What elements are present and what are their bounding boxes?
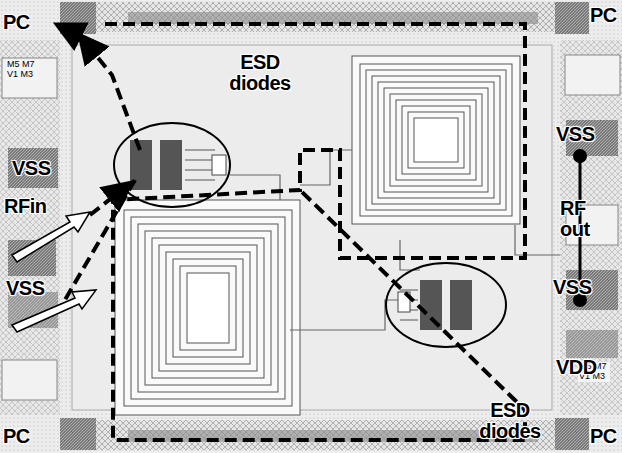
pad-label: PC xyxy=(3,12,30,33)
pin-name: RF out xyxy=(560,198,600,240)
pad-label: PC xyxy=(590,426,617,447)
component-label: ESD diodes xyxy=(225,52,295,94)
pad-label: PC xyxy=(3,426,30,447)
pin-name: VSS xyxy=(553,277,592,298)
component-label: ESD diodes xyxy=(470,400,550,442)
pin-name: VSS xyxy=(556,124,595,145)
pad-label: PC xyxy=(590,5,617,26)
pin-name: VDD xyxy=(556,357,597,378)
pin-name: VSS xyxy=(6,278,45,299)
pin-name: RFin xyxy=(4,196,46,217)
pin-name: VSS xyxy=(12,158,51,179)
layer-tag: M5 M7 V1 M3 xyxy=(6,60,38,80)
